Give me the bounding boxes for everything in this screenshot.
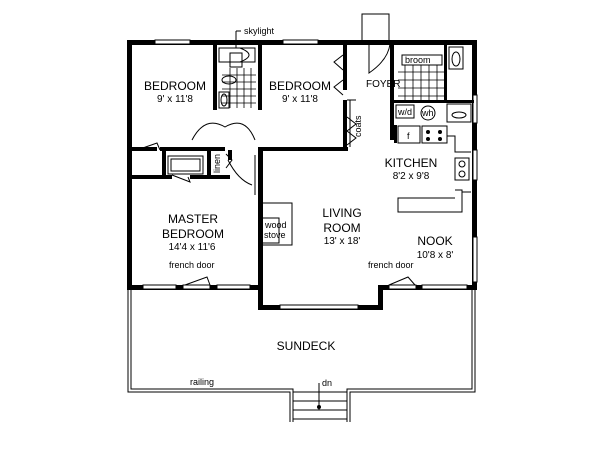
foyer-label: FOYER [366, 79, 400, 90]
broom-label: broom [405, 55, 431, 65]
water-heater [420, 105, 436, 121]
washer-dryer [395, 104, 415, 119]
windows [142, 39, 478, 310]
sundeck-label: SUNDECK [277, 339, 336, 353]
wh-label: wh [421, 108, 434, 118]
fridge-label: f [407, 131, 410, 141]
doors [136, 122, 260, 195]
sink-icon [451, 111, 467, 119]
bedroom1-dims: 9' x 11'8 [157, 94, 193, 105]
labels: BEDROOM 9' x 11'8 BEDROOM 9' x 11'8 MAST… [144, 26, 453, 388]
vanity [218, 91, 230, 109]
skylight-label: skylight [244, 26, 275, 36]
linen-label: linen [212, 154, 222, 173]
wood-stove [261, 202, 293, 246]
kitchen [394, 125, 471, 213]
wd-label: w/d [397, 107, 412, 117]
living-label-2: ROOM [323, 221, 360, 235]
french-door-right-label: french door [368, 260, 414, 270]
sink-icon [220, 93, 228, 107]
bedroom2-dims: 9' x 11'8 [282, 94, 318, 105]
bathroom [218, 30, 256, 109]
french-doors [184, 276, 416, 286]
bath-tiles [222, 68, 256, 108]
living-dims: 13' x 18' [324, 236, 361, 247]
railing-label: railing [190, 377, 214, 387]
foyer [361, 13, 391, 74]
master-dims: 14'4 x 11'6 [168, 242, 215, 253]
coats-label: coats [353, 115, 363, 137]
kitchen-sink [454, 157, 470, 181]
linen-closet [167, 153, 233, 175]
french-door-left-label: french door [169, 260, 215, 270]
fridge [397, 125, 421, 144]
toilet-icon [451, 51, 461, 67]
toilet-icon [221, 75, 237, 85]
wood-stove-label-1: wood [264, 220, 287, 230]
closet-doors [333, 54, 357, 147]
nook-label: NOOK [417, 234, 452, 248]
kitchen-dims: 8'2 x 9'8 [393, 171, 430, 182]
master-label-1: MASTER [168, 212, 218, 226]
kitchen-label: KITCHEN [385, 156, 438, 170]
sundeck [127, 290, 476, 422]
bedroom1-label: BEDROOM [144, 79, 206, 93]
bedroom2-label: BEDROOM [269, 79, 331, 93]
master-label-2: BEDROOM [162, 227, 224, 241]
nook-dims: 10'8 x 8' [417, 250, 454, 261]
range [421, 125, 448, 144]
dn-label: dn [322, 378, 332, 388]
laundry-tiles [398, 65, 446, 100]
laundry [395, 46, 472, 123]
wood-stove-label-2: stove [264, 230, 286, 240]
living-label-1: LIVING [322, 206, 361, 220]
interior-walls [127, 40, 474, 179]
